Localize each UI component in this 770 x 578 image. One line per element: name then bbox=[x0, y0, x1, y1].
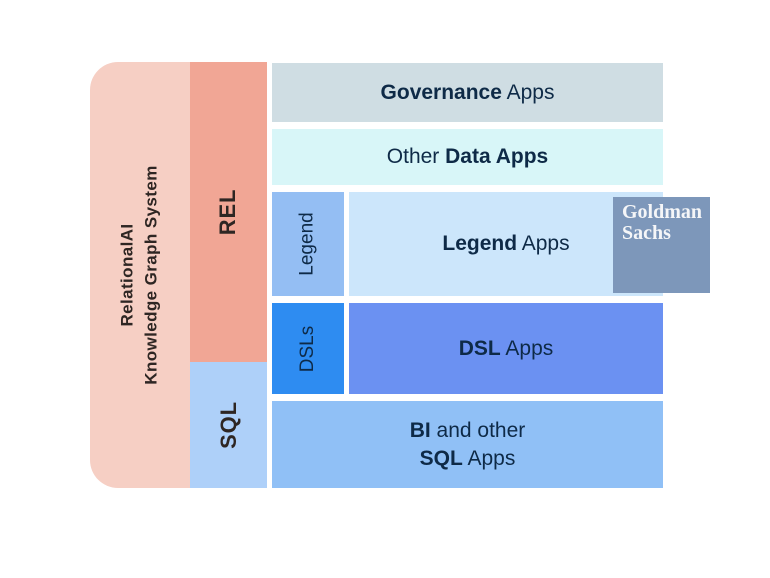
legend-apps-label-rest: Apps bbox=[517, 232, 570, 255]
governance-apps-row: Governance Apps bbox=[272, 63, 663, 122]
sql-language-cell: SQL bbox=[190, 362, 267, 488]
bi-sql-apps-row: BI and other SQL Apps bbox=[272, 401, 663, 488]
bi-sql-apps-label-line2: SQL Apps bbox=[420, 445, 516, 473]
other-data-apps-label-prefix: Other bbox=[386, 145, 446, 168]
legend-apps-label: Legend Apps bbox=[442, 232, 569, 256]
bi-sql-apps-label-line1: BI and other bbox=[410, 417, 526, 445]
bi-label-rest: and other bbox=[430, 418, 526, 442]
system-title-line1: RelationalAI bbox=[118, 223, 137, 327]
rel-language-cell: REL bbox=[190, 62, 267, 362]
dsl-apps-row: DSL Apps bbox=[349, 303, 663, 394]
governance-apps-label-bold: Governance bbox=[380, 80, 502, 104]
goldman-sachs-logo-line2: Sachs bbox=[622, 222, 671, 244]
legend-apps-row: Legend Apps bbox=[349, 192, 663, 296]
goldman-sachs-logo-line1: Goldman bbox=[622, 201, 703, 223]
governance-apps-label-rest: Apps bbox=[501, 80, 555, 104]
other-data-apps-label-bold: Data Apps bbox=[445, 145, 549, 168]
dsl-apps-label-bold: DSL bbox=[458, 336, 501, 360]
bi-label-bold: BI bbox=[409, 418, 431, 442]
dsl-apps-label: DSL Apps bbox=[459, 337, 554, 361]
dsls-side-label: DSLs bbox=[297, 325, 318, 372]
other-data-apps-label: Other Data Apps bbox=[387, 145, 548, 169]
governance-apps-label: Governance Apps bbox=[381, 81, 555, 105]
legend-side-label: Legend bbox=[297, 212, 318, 276]
legend-apps-label-bold: Legend bbox=[442, 232, 518, 255]
system-title-line2: Knowledge Graph System bbox=[142, 165, 161, 385]
goldman-sachs-logo: Goldman Sachs bbox=[613, 197, 710, 293]
sql-apps-label-rest: Apps bbox=[462, 446, 516, 470]
dsls-side-label-cell: DSLs bbox=[272, 303, 344, 394]
knowledge-graph-system-block: RelationalAI Knowledge Graph System bbox=[90, 62, 190, 488]
rel-label: REL bbox=[215, 188, 241, 236]
sql-apps-label-bold: SQL bbox=[419, 446, 463, 470]
legend-side-label-cell: Legend bbox=[272, 192, 344, 296]
dsl-apps-label-rest: Apps bbox=[500, 336, 554, 360]
system-title: RelationalAI Knowledge Graph System bbox=[116, 165, 164, 384]
other-data-apps-row: Other Data Apps bbox=[272, 129, 663, 185]
sql-label: SQL bbox=[215, 401, 241, 449]
